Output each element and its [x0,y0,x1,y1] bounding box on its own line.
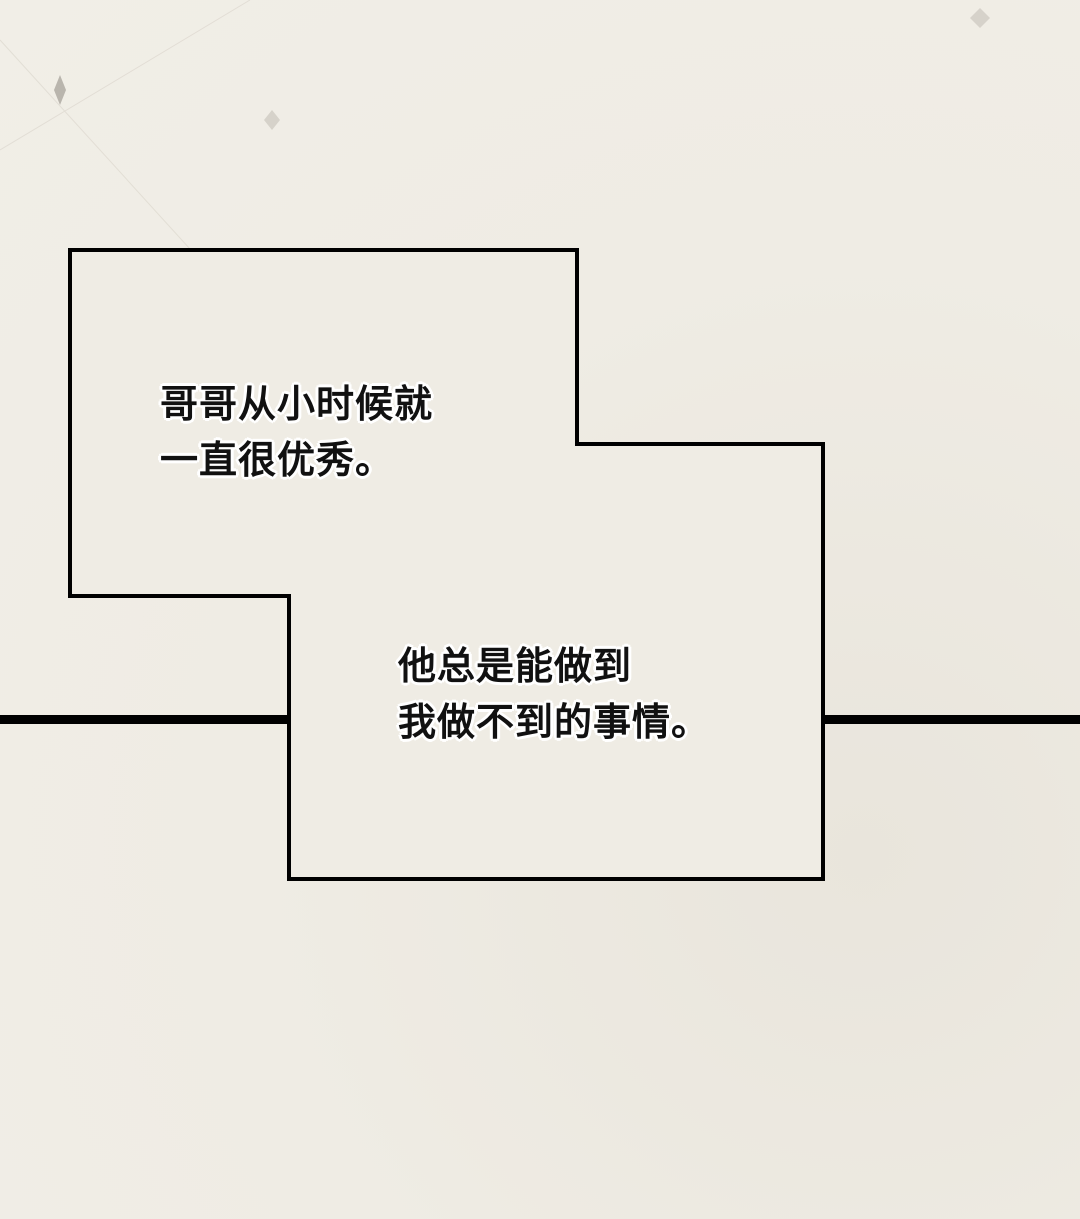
caption-2: 他总是能做到 我做不到的事情。 [398,638,710,750]
caption-line: 他总是能做到 [398,644,633,688]
caption-box-outline [68,248,825,881]
caption-line: 我做不到的事情。 [398,700,711,744]
background-decoration [0,0,990,261]
horizontal-divider-right [822,715,1080,724]
caption-line: 哥哥从小时候就 [160,382,434,426]
caption-1: 哥哥从小时候就 一直很优秀。 [160,376,433,488]
caption-line: 一直很优秀。 [160,438,395,482]
horizontal-divider-left [0,715,290,724]
